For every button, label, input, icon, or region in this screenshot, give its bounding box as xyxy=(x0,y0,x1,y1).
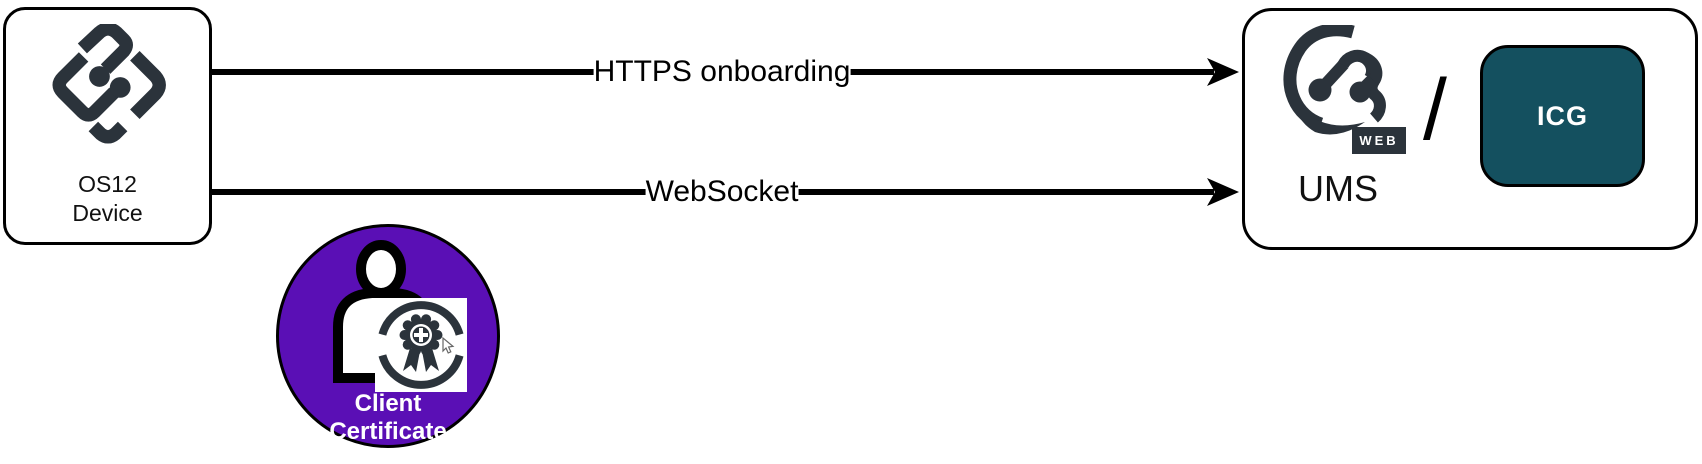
slash-separator: / xyxy=(1423,62,1447,158)
web-badge: WEB xyxy=(1352,127,1406,154)
arrow-head-icon xyxy=(1207,178,1239,206)
client-certificate-label: Client Certificate xyxy=(279,390,497,446)
https-onboarding-label: HTTPS onboarding xyxy=(593,55,851,89)
client-certificate-badge: Client Certificate xyxy=(276,224,500,448)
arrow-head-icon xyxy=(1207,58,1239,86)
os12-device-label: OS12 Device xyxy=(6,170,209,228)
igel-os-logo-icon xyxy=(52,24,166,144)
certificate-label-line2: Certificate xyxy=(329,418,447,445)
os12-device-node: OS12 Device xyxy=(3,7,212,245)
certificate-graphic xyxy=(333,240,467,392)
igel-ums-web-logo-icon xyxy=(1283,25,1386,135)
certificate-seal-icon xyxy=(378,301,464,389)
os12-label-line2: Device xyxy=(72,200,143,226)
ums-node: WEB / ICG UMS xyxy=(1242,8,1698,250)
websocket-label: WebSocket xyxy=(645,175,799,209)
mouse-cursor-icon xyxy=(442,336,455,354)
ums-label: UMS xyxy=(1298,168,1378,209)
icg-box: ICG xyxy=(1480,45,1645,187)
certificate-label-line1: Client xyxy=(354,390,422,417)
icg-label: ICG xyxy=(1536,100,1588,131)
os12-label-line1: OS12 xyxy=(78,171,137,197)
